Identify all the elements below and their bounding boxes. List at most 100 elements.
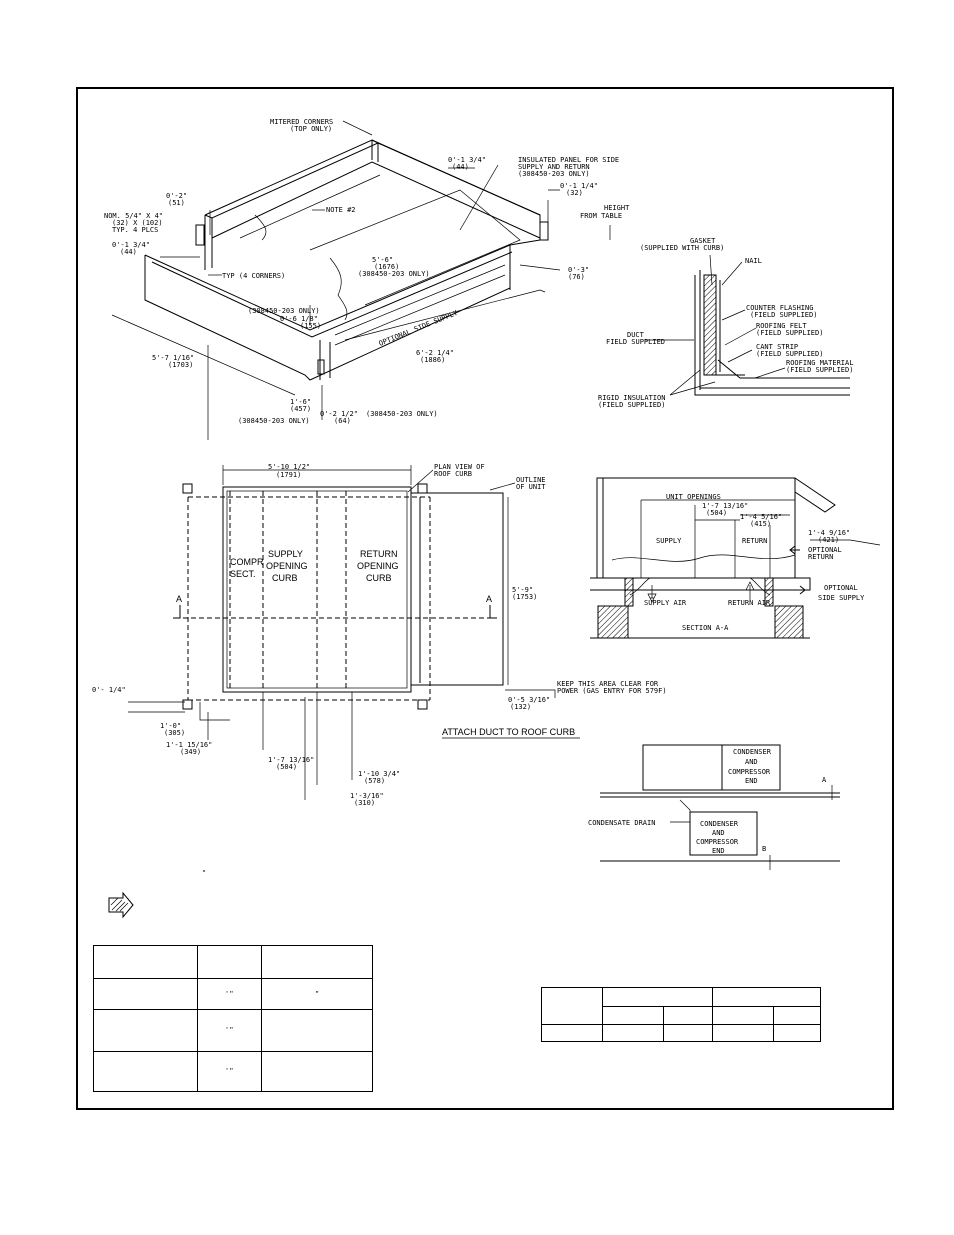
counter-flashing-label: (FIELD SUPPLIED) (750, 311, 817, 319)
height-label: FROM TABLE (580, 212, 622, 220)
dim-label: 5'-6" (372, 256, 393, 264)
dim-label: (457) (290, 405, 311, 413)
return-label: OPENING (357, 561, 399, 571)
dim-label: (1886) (420, 356, 445, 364)
cant-strip-label: CANT STRIP (756, 343, 798, 351)
insulated-panel-label: SUPPLY AND RETURN (518, 163, 590, 171)
dim-label: 0'-1 1/4" (560, 182, 598, 190)
nom-label: (32) X (102) (112, 219, 163, 227)
outline-label: OF UNIT (516, 483, 546, 491)
dim-label: 0'-2" (166, 192, 187, 200)
dim-label: (305) (164, 729, 185, 737)
dim-label: (155) (300, 322, 321, 330)
keep-clear-label: POWER (GAS ENTRY FOR 579F) (557, 687, 667, 695)
supply-label: CURB (272, 573, 298, 583)
rigid-insulation-label: (FIELD SUPPLIED) (598, 401, 665, 409)
supply-label: SUPPLY (656, 537, 682, 545)
duct-label: FIELD SUPPLIED (606, 338, 665, 346)
dim-label: (1791) (276, 471, 301, 479)
plan-view (128, 465, 556, 800)
insulated-panel-label: (308450-203 ONLY) (518, 170, 590, 178)
isometric-curb-view (111, 120, 611, 440)
keep-clear-label: KEEP THIS AREA CLEAR FOR (557, 680, 659, 688)
dim-label: 1'-0" (160, 722, 181, 730)
flashing-detail (645, 254, 850, 396)
dim-label: (415) (750, 520, 771, 528)
compr-label: SECT. (230, 569, 256, 579)
nail-label: NAIL (745, 257, 762, 265)
note-label: NOTE #2 (326, 206, 356, 214)
stray-quote: " (202, 869, 206, 877)
dim-label: (76) (568, 273, 585, 281)
table-cell: ' " (197, 1009, 262, 1052)
dim-label: 0'-1 3/4" (448, 156, 486, 164)
height-label: HEIGHT (604, 204, 630, 212)
typ-corners-label: TYP (4 CORNERS) (222, 272, 285, 280)
supply-label: OPENING (266, 561, 308, 571)
label-b: B (762, 845, 766, 853)
gasket-label: (SUPPLIED WITH CURB) (640, 244, 724, 252)
dim-label: 0'-2 1/2" (320, 410, 358, 418)
dim-label: (349) (180, 748, 201, 756)
dim-label: 0'-1 3/4" (112, 241, 150, 249)
dim-label: (132) (510, 703, 531, 711)
mitered-corners-label: MITERED CORNERS (270, 118, 333, 126)
dim-label: 1'-1 15/16" (166, 741, 212, 749)
arrow-icon (108, 891, 134, 919)
condenser-label: COMPRESSOR (696, 838, 739, 846)
duct-label: DUCT (627, 331, 645, 339)
gasket-label: GASKET (690, 237, 716, 245)
dim-label: (310) (354, 799, 375, 807)
dim-label: (64) (334, 417, 351, 425)
nom-label: TYP. 4 PLCS (112, 226, 158, 234)
dim-label: (504) (706, 509, 727, 517)
table-cell: ' " (197, 1051, 262, 1092)
curb-table: ' "" ' " ' " (93, 945, 373, 1092)
condensate-drain-label: CONDENSATE DRAIN (588, 819, 655, 827)
only-label: (308450-203 ONLY) (358, 270, 430, 278)
level-table (541, 987, 821, 1042)
dim-label: (504) (276, 763, 297, 771)
return-label: CURB (366, 573, 392, 583)
label-a: A (822, 776, 827, 784)
condenser-label: END (745, 777, 758, 785)
dim-label: (1676) (374, 263, 399, 271)
level-detail (600, 744, 840, 870)
dim-label: 1'-7 13/16" (702, 502, 748, 510)
dim-label: 6'-2 1/4" (416, 349, 454, 357)
dim-label: (1703) (168, 361, 193, 369)
condenser-label: AND (745, 758, 758, 766)
nom-label: NOM. 5/4" X 4" (104, 212, 163, 220)
condenser-label: AND (712, 829, 725, 837)
dim-label: (44) (452, 163, 469, 171)
counter-flashing-label: COUNTER FLASHING (746, 304, 813, 312)
table-cell: ' " (197, 978, 262, 1010)
roofing-material-label: ROOFING MATERIAL (786, 359, 853, 367)
return-label: RETURN (742, 537, 767, 545)
supply-air-label: SUPPLY AIR (644, 599, 687, 607)
section-title: SECTION A-A (682, 624, 729, 632)
attach-duct-label: ATTACH DUCT TO ROOF CURB (442, 727, 575, 737)
insulated-panel-label: INSULATED PANEL FOR SIDE (518, 156, 619, 164)
section-view (590, 477, 881, 639)
dim-label: 0'-5 3/16" (508, 696, 550, 704)
dim-label: (44) (120, 248, 137, 256)
condenser-label: CONDENSER (733, 748, 772, 756)
dim-label: (32) (566, 189, 583, 197)
dim-label: (51) (168, 199, 185, 207)
optional-return-label: OPTIONAL (808, 546, 842, 554)
condenser-label: END (712, 847, 725, 855)
plan-view-label: PLAN VIEW OF (434, 463, 485, 471)
dim-label: 5'-9" (512, 586, 533, 594)
dim-label: 0'-6 1/8" (280, 315, 318, 323)
dim-label: 0'-3" (568, 266, 589, 274)
roofing-felt-label: ROOFING FELT (756, 322, 807, 330)
dim-label: (578) (364, 777, 385, 785)
only-label: (308450-203 ONLY) (248, 307, 320, 315)
condenser-label: CONDENSER (700, 820, 739, 828)
cant-strip-label: (FIELD SUPPLIED) (756, 350, 823, 358)
roofing-felt-label: (FIELD SUPPLIED) (756, 329, 823, 337)
outline-label: OUTLINE (516, 476, 546, 484)
dim-label: 1'-4 5/16" (740, 513, 782, 521)
